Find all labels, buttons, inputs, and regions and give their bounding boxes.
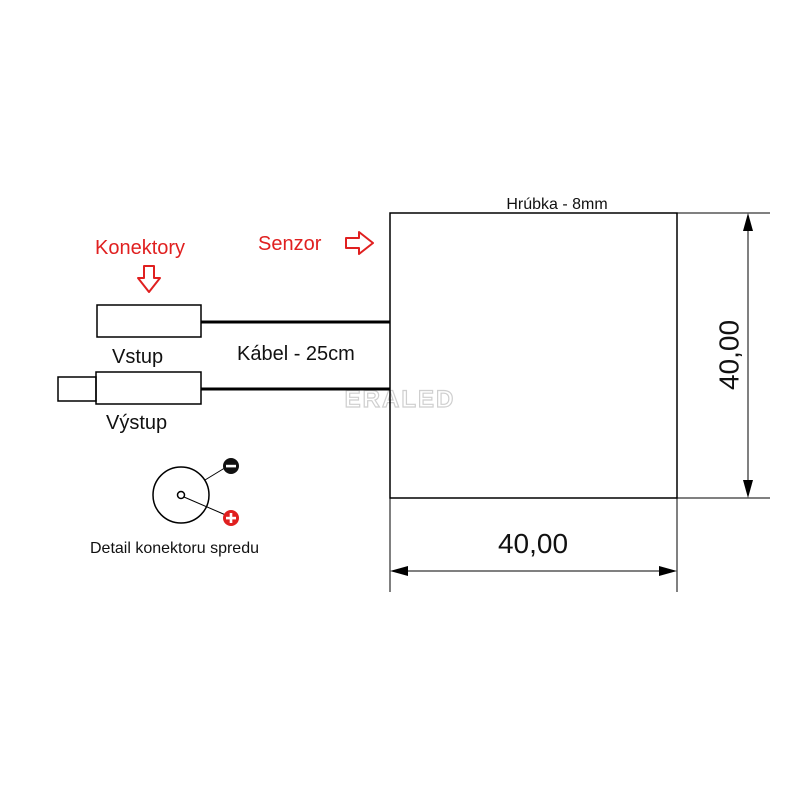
height-dimension — [677, 212, 770, 499]
height-dim-label: 40,00 — [714, 320, 745, 390]
sensor-body — [389, 212, 678, 499]
plus-sign-icon — [223, 510, 239, 526]
detail-label: Detail konektoru spredu — [90, 540, 259, 557]
connector-detail — [152, 465, 229, 524]
arrow-down-outline-icon — [137, 265, 161, 293]
senzor-label: Senzor — [258, 233, 322, 255]
width-dim-label: 40,00 — [498, 528, 568, 559]
vstup-connector — [96, 304, 202, 338]
konektory-label: Konektory — [95, 237, 185, 259]
vstup-label: Vstup — [112, 346, 163, 368]
vystup-connector — [95, 371, 202, 405]
minus-sign-icon — [223, 458, 239, 474]
width-dimension — [389, 498, 678, 592]
vystup-label: Výstup — [106, 412, 167, 434]
vystup-connector-plug — [57, 376, 97, 402]
kabel-label: Kábel - 25cm — [237, 343, 355, 365]
hrubka-label: Hrúbka - 8mm — [506, 196, 607, 213]
arrow-right-outline-icon — [345, 231, 374, 255]
